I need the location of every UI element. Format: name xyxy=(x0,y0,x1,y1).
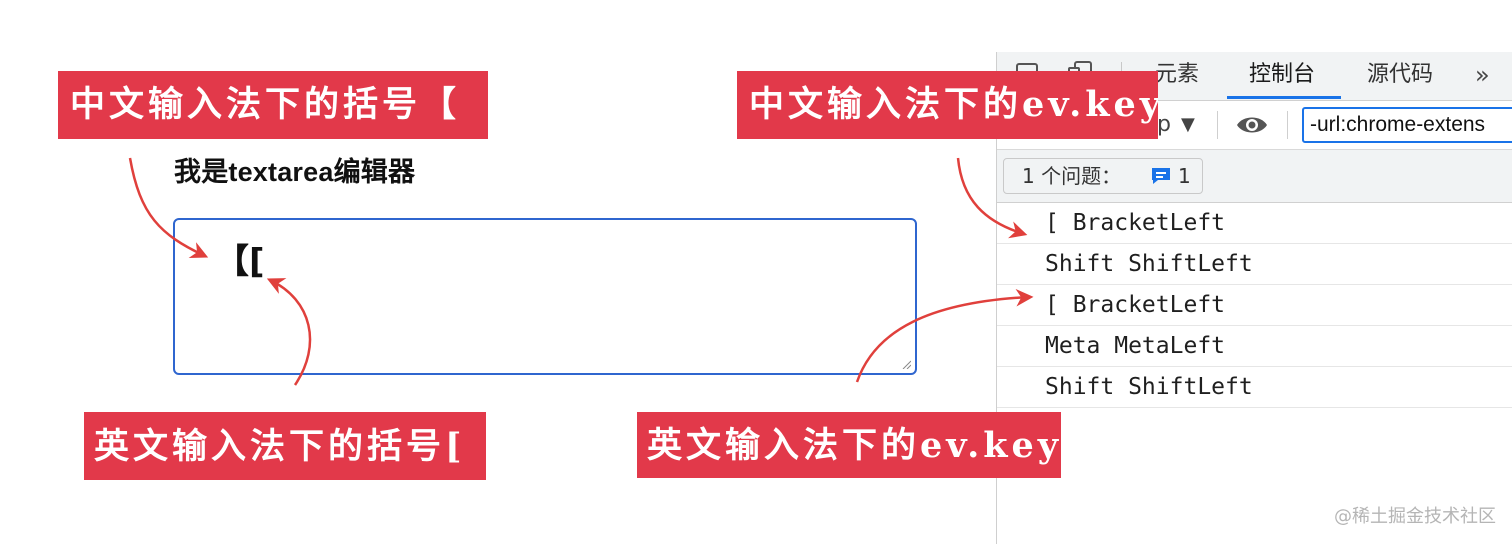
issue-message-icon xyxy=(1152,168,1170,184)
live-expression-eye-icon[interactable] xyxy=(1235,113,1269,137)
more-tabs-icon[interactable]: » xyxy=(1475,61,1490,89)
annotation-cn-bracket: 中文输入法下的括号【 xyxy=(58,71,488,139)
tab-console[interactable]: 控制台 xyxy=(1249,62,1316,87)
issues-count: 1 xyxy=(1178,164,1191,188)
textarea-content: 【[ xyxy=(215,242,265,282)
context-dropdown-icon[interactable]: ▼ xyxy=(1181,114,1195,135)
issues-bar: 1 个问题： 1 xyxy=(997,150,1512,203)
annotation-cn-evkey: 中文输入法下的ev.key xyxy=(737,71,1158,139)
console-log-row: Meta MetaLeft xyxy=(997,326,1512,367)
tab-sources[interactable]: 源代码 xyxy=(1367,62,1434,87)
watermark: @稀土掘金技术社区 xyxy=(1334,506,1496,527)
editor-title: 我是textarea编辑器 xyxy=(174,157,416,187)
editor-textarea[interactable]: 【[ xyxy=(173,218,917,375)
issues-label: 1 个问题： xyxy=(1022,164,1122,188)
tab-elements[interactable]: 元素 xyxy=(1155,62,1200,87)
annotation-en-evkey: 英文输入法下的ev.key xyxy=(637,412,1061,478)
console-filter-input[interactable]: -url:chrome-extens xyxy=(1302,107,1512,143)
console-log: [ BracketLeft Shift ShiftLeft [ BracketL… xyxy=(997,203,1512,408)
context-selector-label[interactable]: p xyxy=(1157,112,1171,137)
filterbar-divider xyxy=(1217,111,1218,139)
console-log-row: [ BracketLeft xyxy=(997,203,1512,244)
issues-button[interactable]: 1 个问题： 1 xyxy=(1003,158,1203,194)
resize-handle-icon[interactable] xyxy=(901,359,911,369)
filterbar-divider-2 xyxy=(1287,111,1288,139)
annotation-en-bracket: 英文输入法下的括号[ xyxy=(84,412,486,480)
active-tab-indicator xyxy=(1227,96,1341,99)
console-log-row: [ BracketLeft xyxy=(997,285,1512,326)
console-log-row: Shift ShiftLeft xyxy=(997,244,1512,285)
console-log-row: Shift ShiftLeft xyxy=(997,367,1512,408)
